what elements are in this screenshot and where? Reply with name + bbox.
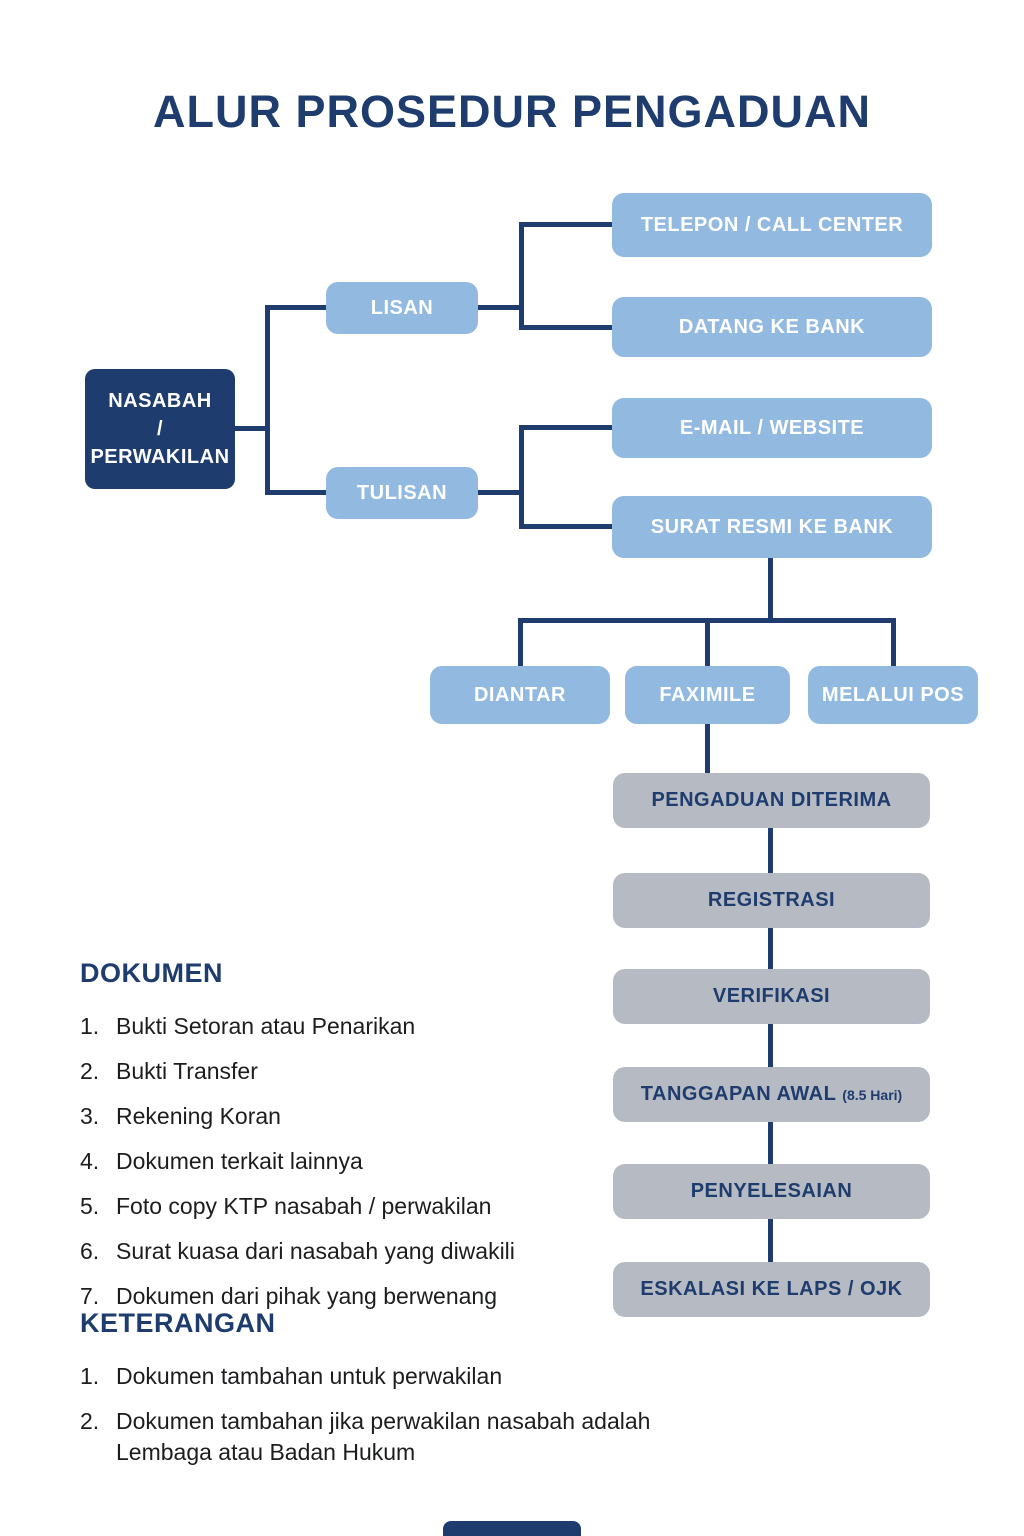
node-eskalasi-laps-ojk: ESKALASI KE LAPS / OJK xyxy=(613,1262,930,1317)
node-lisan: LISAN xyxy=(326,282,478,334)
keterangan-list: Dokumen tambahan untuk perwakilan Dokume… xyxy=(80,1361,710,1468)
list-item: Foto copy KTP nasabah / perwakilan xyxy=(80,1191,640,1222)
connector-registrasi-verifikasi xyxy=(768,927,773,970)
list-item: Dokumen tambahan untuk perwakilan xyxy=(80,1361,710,1392)
connector-tanggapan-penyelesaian xyxy=(768,1121,773,1165)
node-melalui-pos: MELALUI POS xyxy=(808,666,978,724)
node-verifikasi: VERIFIKASI xyxy=(613,969,930,1024)
list-item: Bukti Transfer xyxy=(80,1056,640,1087)
node-diantar: DIANTAR xyxy=(430,666,610,724)
dokumen-heading: DOKUMEN xyxy=(80,958,223,988)
node-faximile: FAXIMILE xyxy=(625,666,790,724)
connector-drop-faximile xyxy=(705,618,710,666)
node-email-website: E-MAIL / WEBSITE xyxy=(612,398,932,458)
list-item: Dokumen tambahan jika perwakilan nasabah… xyxy=(80,1406,710,1468)
connector-tulisan-branch-vertical xyxy=(519,425,524,529)
list-item-text: Rekening Koran xyxy=(116,1103,281,1130)
list-item: Surat kuasa dari nasabah yang diwakili xyxy=(80,1236,640,1267)
tanggapan-awal-label: TANGGAPAN AWAL xyxy=(640,1083,837,1105)
tanggapan-awal-duration-note: (8.5 Hari) xyxy=(842,1086,903,1103)
list-item-number xyxy=(80,1361,116,1392)
node-penyelesaian: PENYELESAIAN xyxy=(613,1164,930,1219)
node-datang-ke-bank: DATANG KE BANK xyxy=(612,297,932,357)
page-title: ALUR PROSEDUR PENGADUAN xyxy=(152,86,872,137)
list-item-text: Foto copy KTP nasabah / perwakilan xyxy=(116,1193,492,1220)
connector-tulisan-out xyxy=(477,490,523,495)
list-item-text: Bukti Transfer xyxy=(116,1058,258,1085)
dokumen-section: DOKUMEN Bukti Setoran atau Penarikan Buk… xyxy=(80,958,640,1326)
list-item-number xyxy=(80,1406,116,1468)
connector-drop-melalui-pos xyxy=(891,618,896,666)
connector-to-surat xyxy=(519,524,613,529)
node-registrasi: REGISTRASI xyxy=(613,873,930,928)
connector-to-tulisan xyxy=(265,490,327,495)
connector-to-email xyxy=(519,425,613,430)
dokumen-list: Bukti Setoran atau Penarikan Bukti Trans… xyxy=(80,1011,640,1312)
list-item-text: Dokumen terkait lainnya xyxy=(116,1148,363,1175)
list-item-number xyxy=(80,1191,116,1222)
list-item-number xyxy=(80,1146,116,1177)
list-item: Bukti Setoran atau Penarikan xyxy=(80,1011,640,1042)
list-item-text: Surat kuasa dari nasabah yang diwakili xyxy=(116,1238,515,1265)
connector-to-datang xyxy=(519,325,613,330)
list-item-number xyxy=(80,1236,116,1267)
connector-faximile-to-pengaduan xyxy=(705,724,710,774)
connector-verifikasi-tanggapan xyxy=(768,1023,773,1068)
connector-lisan-out xyxy=(477,305,523,310)
list-item-text: Dokumen tambahan jika perwakilan nasabah… xyxy=(116,1408,651,1466)
list-item-number xyxy=(80,1056,116,1087)
keterangan-section: KETERANGAN Dokumen tambahan untuk perwak… xyxy=(80,1308,710,1482)
connector-penyelesaian-eskalasi xyxy=(768,1218,773,1263)
node-pengaduan-diterima: PENGADUAN DITERIMA xyxy=(613,773,930,828)
node-telepon-call-center: TELEPON / CALL CENTER xyxy=(612,193,932,257)
list-item-number xyxy=(80,1101,116,1132)
node-nasabah-perwakilan: NASABAH / PERWAKILAN xyxy=(85,369,235,489)
connector-drop-diantar xyxy=(518,618,523,666)
connector-lisan-branch-vertical xyxy=(519,222,524,330)
list-item: Dokumen dari pihak yang berwenang xyxy=(80,1281,640,1312)
node-tanggapan-awal: TANGGAPAN AWAL (8.5 Hari) xyxy=(613,1067,930,1122)
connector-pengaduan-registrasi xyxy=(768,827,773,874)
list-item-number xyxy=(80,1011,116,1042)
list-item-text: Bukti Setoran atau Penarikan xyxy=(116,1013,416,1039)
connector-split-vertical xyxy=(265,305,270,495)
connector-to-lisan xyxy=(265,305,327,310)
connector-surat-down xyxy=(768,556,773,622)
connector-to-telepon xyxy=(519,222,613,227)
keterangan-heading: KETERANGAN xyxy=(80,1308,276,1338)
node-surat-resmi-ke-bank: SURAT RESMI KE BANK xyxy=(612,496,932,558)
list-item: Rekening Koran xyxy=(80,1101,640,1132)
list-item: Dokumen terkait lainnya xyxy=(80,1146,640,1177)
footer-logo-bar xyxy=(443,1521,581,1536)
node-tulisan: TULISAN xyxy=(326,467,478,519)
list-item-text: Dokumen dari pihak yang berwenang xyxy=(116,1283,498,1310)
list-item-text: Dokumen tambahan untuk perwakilan xyxy=(116,1363,503,1389)
connector-nasabah-out xyxy=(235,426,270,431)
